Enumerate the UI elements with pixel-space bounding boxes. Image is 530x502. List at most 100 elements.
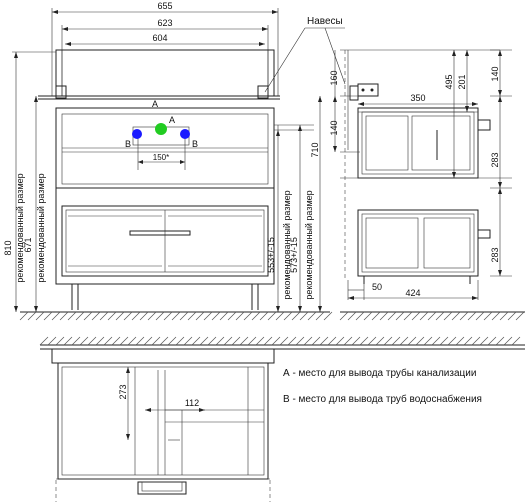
hatch-line: [131, 311, 141, 321]
hatch-line: [367, 336, 377, 346]
hatch-line: [431, 336, 441, 346]
hatch-line: [419, 311, 429, 321]
hatch-line: [219, 311, 229, 321]
hatch-line: [35, 311, 45, 321]
hatch-line: [287, 336, 297, 346]
hatch-line: [263, 336, 273, 346]
dim-273: 273: [118, 384, 128, 399]
dim-201: 201: [457, 74, 467, 89]
hatch-line: [103, 336, 113, 346]
hatch-line: [503, 336, 513, 346]
hatch-line: [323, 311, 333, 321]
hatch-line: [339, 311, 349, 321]
hatch-line: [87, 336, 97, 346]
hatch-line: [435, 311, 445, 321]
dim-50: 50: [372, 282, 382, 292]
hatch-line: [515, 311, 525, 321]
hatch-line: [63, 336, 73, 346]
water-point-left: [132, 129, 142, 139]
hatch-line: [143, 336, 153, 346]
dim-112: 112: [185, 398, 199, 408]
hatch-line: [71, 336, 81, 346]
dim-495: 495: [444, 74, 454, 89]
dim-810: 810: [3, 240, 13, 255]
hatch-line: [195, 311, 205, 321]
hatch-line: [479, 336, 489, 346]
drain-point: [155, 123, 167, 135]
hatch-line: [427, 311, 437, 321]
hatch-line: [147, 311, 157, 321]
hatch-line: [243, 311, 253, 321]
hatch-line: [359, 336, 369, 346]
hatch-line: [183, 336, 193, 346]
hatch-line: [283, 311, 293, 321]
hatch-line: [311, 336, 321, 346]
hatch-line: [351, 336, 361, 346]
hatch-line: [227, 311, 237, 321]
dim-671-note: рекомендованный размер: [36, 173, 46, 282]
dim-140-left: 140: [329, 120, 339, 135]
hatch-line: [55, 336, 65, 346]
hatch-line: [119, 336, 129, 346]
dim-140-right: 140: [490, 66, 500, 81]
hatch-line: [271, 336, 281, 346]
dim-573-note: рекомендованный размер: [304, 190, 314, 299]
water-point-right: [180, 129, 190, 139]
hatch-line: [47, 336, 57, 346]
hatch-line: [179, 311, 189, 321]
hatch-line: [327, 336, 337, 346]
hatch-line: [111, 336, 121, 346]
hatch-line: [215, 336, 225, 346]
hatch-line: [275, 311, 285, 321]
point-a-label: A: [152, 99, 158, 109]
hatch-line: [295, 336, 305, 346]
hatch-line: [459, 311, 469, 321]
hatch-line: [255, 336, 265, 346]
hatch-line: [187, 311, 197, 321]
hatch-line: [387, 311, 397, 321]
hatch-line: [347, 311, 357, 321]
hatch-line: [247, 336, 257, 346]
hatch-line: [199, 336, 209, 346]
legend: А - место для вывода трубы канализации В…: [283, 367, 482, 405]
hatch-line: [307, 311, 317, 321]
dim-283-a: 283: [490, 152, 500, 167]
hatch-line: [79, 336, 89, 346]
hatch-line: [123, 311, 133, 321]
dim-810-note: рекомендованный размер: [15, 173, 25, 282]
hatch-line: [83, 311, 93, 321]
hatch-line: [391, 336, 401, 346]
hatch-line: [451, 311, 461, 321]
point-b-left-label: B: [125, 139, 131, 149]
hatch-line: [467, 311, 477, 321]
dim-623: 623: [157, 18, 172, 28]
hatch-line: [59, 311, 69, 321]
hatch-line: [267, 311, 277, 321]
dim-150: 150*: [153, 153, 169, 162]
hatch-line: [67, 311, 77, 321]
hatch-line: [115, 311, 125, 321]
hatch-line: [291, 311, 301, 321]
hatch-line: [299, 311, 309, 321]
hatch-line: [51, 311, 61, 321]
hatch-line: [107, 311, 117, 321]
hatch-line: [155, 311, 165, 321]
hatch-line: [403, 311, 413, 321]
plan-view: 273 112: [40, 344, 525, 502]
hatch-line: [99, 311, 109, 321]
hatch-line: [135, 336, 145, 346]
hatch-line: [491, 311, 501, 321]
side-view: 160 140 495 201 350 140 283 283: [329, 49, 525, 313]
dim-350: 350: [410, 93, 425, 103]
hatch-line: [27, 311, 37, 321]
hatch-line: [167, 336, 177, 346]
hatch-line: [75, 311, 85, 321]
hatch-line: [379, 311, 389, 321]
hatch-line: [207, 336, 217, 346]
hatch-line: [423, 336, 433, 346]
dim-160: 160: [329, 70, 339, 85]
hatch-line: [407, 336, 417, 346]
hatch-line: [355, 311, 365, 321]
hatch-line: [319, 336, 329, 346]
